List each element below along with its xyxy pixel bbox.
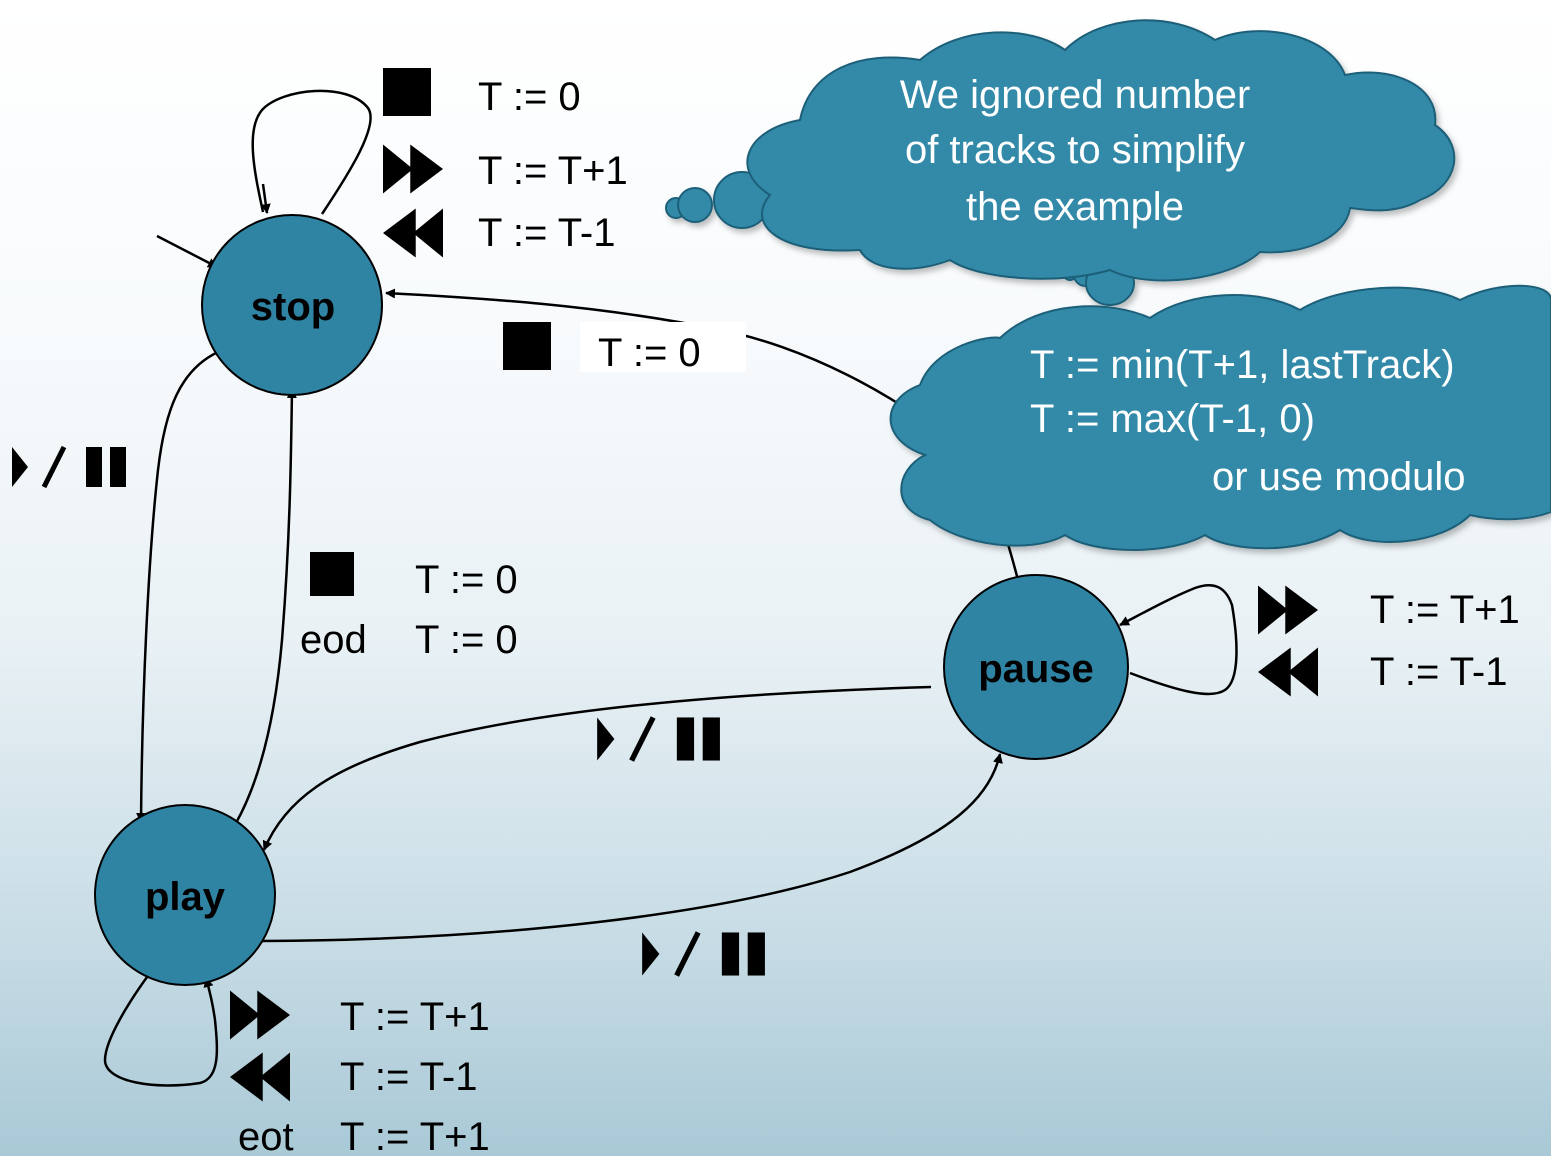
cloud-note1-line3: the example xyxy=(966,185,1184,229)
edge-play-to-stop xyxy=(234,388,297,824)
label-stop-self-ff: T := T+1 xyxy=(478,149,628,193)
rewind-icon xyxy=(1258,647,1318,697)
state-play-label: play xyxy=(145,875,226,919)
label-play-to-stop-eod: T := 0 xyxy=(415,618,518,662)
state-stop-label: stop xyxy=(251,285,335,329)
cloud-note2-line3: or use modulo xyxy=(1212,455,1465,499)
state-pause-label: pause xyxy=(978,647,1094,691)
label-play-self-ff: T := T+1 xyxy=(340,995,490,1039)
rewind-icon xyxy=(230,1052,290,1102)
cloud-note1-line1: We ignored number xyxy=(900,73,1251,117)
edge-play-self xyxy=(103,972,219,1087)
label-stop-self-rew: T := T-1 xyxy=(478,211,615,255)
edge-initial xyxy=(156,234,218,269)
label-play-self-rew: T := T-1 xyxy=(340,1055,477,1099)
cloud-note2-line2: T := max(T-1, 0) xyxy=(1030,397,1315,441)
label-pause-self-ff: T := T+1 xyxy=(1370,588,1520,632)
label-backdrop xyxy=(580,322,746,372)
label-pause-self-rew: T := T-1 xyxy=(1370,650,1507,694)
edge-stop-self xyxy=(251,89,372,215)
play-pause-icon xyxy=(597,717,720,760)
cloud-note1-line2: of tracks to simplify xyxy=(905,128,1245,172)
thought-cloud-note2 xyxy=(889,284,1551,551)
state-play[interactable]: play xyxy=(94,804,276,986)
label-pause-to-stop: T := 0 xyxy=(598,331,701,375)
cloud-note2-line1: T := min(T+1, lastTrack) xyxy=(1030,343,1455,387)
label-stop-self-stop: T := 0 xyxy=(478,75,581,119)
edge-play-to-pause xyxy=(261,753,1003,943)
edge-pause-self xyxy=(1119,584,1238,696)
play-pause-icon xyxy=(642,932,765,975)
state-pause[interactable]: pause xyxy=(943,574,1129,760)
stop-icon xyxy=(383,68,431,116)
label-play-self-eot: T := T+1 xyxy=(340,1115,490,1156)
fast-forward-icon xyxy=(383,144,443,194)
play-pause-icon xyxy=(12,447,126,487)
edge-stop-to-play xyxy=(136,350,219,823)
stop-icon xyxy=(310,552,354,596)
label-eod-key: eod xyxy=(300,618,367,662)
rewind-icon xyxy=(383,208,443,258)
label-play-to-stop-stop: T := 0 xyxy=(415,558,518,602)
fast-forward-icon xyxy=(230,990,290,1040)
thought-cloud-note1 xyxy=(665,19,1456,306)
state-stop[interactable]: stop xyxy=(201,214,383,396)
edge-pause-to-play xyxy=(262,685,932,851)
fast-forward-icon xyxy=(1258,585,1318,635)
stop-icon xyxy=(503,322,551,370)
label-eot-key: eot xyxy=(238,1115,294,1156)
